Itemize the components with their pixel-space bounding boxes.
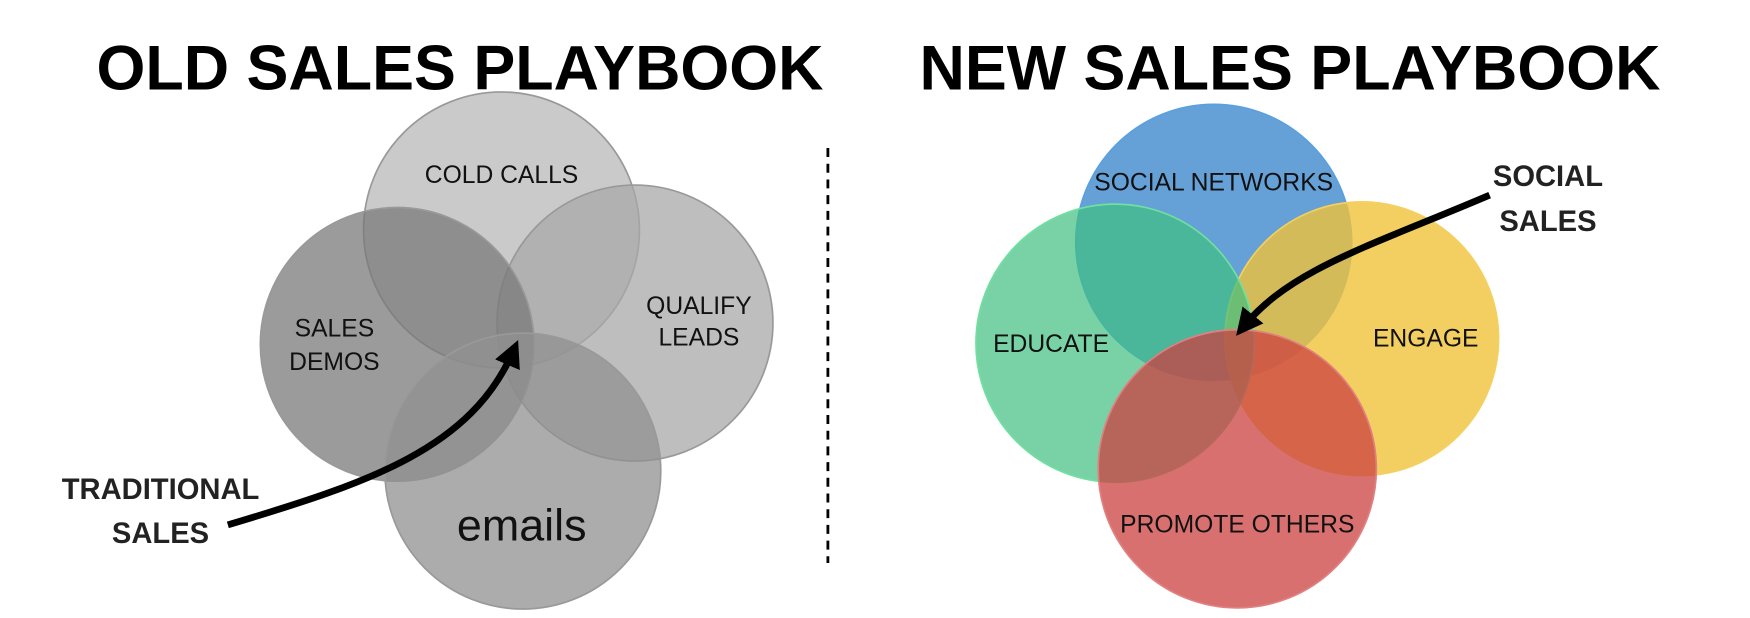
label-social-networks: SOCIAL NETWORKS [1094,170,1333,197]
callout-traditional-1: TRADITIONAL [62,474,260,506]
label-educate: EDUCATE [993,331,1109,358]
circle-emails [384,332,662,610]
callout-social-2: SALES [1499,206,1596,238]
label-promote-others: PROMOTE OTHERS [1120,512,1354,539]
callout-social-1: SOCIAL [1493,161,1603,193]
label-qualify-2: LEADS [658,324,739,351]
label-sales-2: DEMOS [289,349,379,376]
circle-promote-others [1097,328,1378,609]
old-venn [259,91,774,610]
new-venn [975,103,1500,609]
label-cold-calls: COLD CALLS [425,162,578,189]
callout-traditional-2: SALES [112,518,209,550]
old-playbook-title: OLD SALES PLAYBOOK [97,34,824,104]
arrow-traditional-icon [226,340,520,529]
label-qualify-1: QUALIFY [646,293,752,320]
new-playbook-title: NEW SALES PLAYBOOK [920,34,1661,104]
label-sales-1: SALES [295,315,375,342]
arrow-social-icon [1236,192,1491,336]
label-emails: emails [457,500,587,551]
label-engage: ENGAGE [1373,326,1478,353]
